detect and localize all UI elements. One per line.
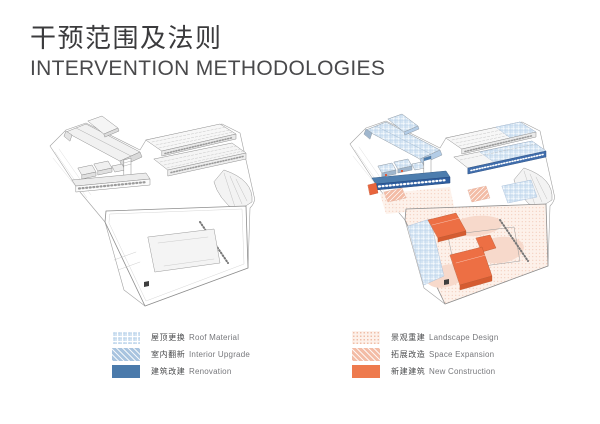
swatch-landscape-design bbox=[352, 331, 380, 344]
legend-label-zh: 屋顶更换 bbox=[151, 333, 186, 342]
page-title-chinese: 干预范围及法则 bbox=[30, 23, 223, 53]
legend-label-en: Space Expansion bbox=[429, 350, 495, 359]
slide-header: 干预范围及法则 INTERVENTION METHODOLOGIES bbox=[30, 23, 386, 81]
legend-label-en: Landscape Design bbox=[429, 333, 499, 342]
axonometric-drawing-existing bbox=[49, 115, 255, 307]
legend-label-en: Renovation bbox=[189, 367, 232, 376]
axonometric-drawing-intervention bbox=[349, 113, 555, 305]
legend-label-en: Interior Upgrade bbox=[189, 350, 251, 359]
legend-label-zh: 新建建筑 bbox=[391, 367, 426, 376]
legend-row-roof-material: 屋顶更换 Roof Material bbox=[112, 331, 250, 344]
legend-orange-interventions: 景观重建 Landscape Design 拓展改造 Space Expansi… bbox=[352, 331, 498, 382]
legend-label-zh: 拓展改造 bbox=[391, 350, 426, 359]
legend-label-zh: 建筑改建 bbox=[151, 367, 186, 376]
legend-row-interior-upgrade: 室内翻新 Interior Upgrade bbox=[112, 348, 250, 361]
legend-row-new-construction: 新建建筑 New Construction bbox=[352, 365, 498, 378]
legend-label-zh: 室内翻新 bbox=[151, 350, 186, 359]
page-title-english: INTERVENTION METHODOLOGIES bbox=[30, 56, 386, 80]
legend-row-landscape-design: 景观重建 Landscape Design bbox=[352, 331, 498, 344]
legend-label-en: Roof Material bbox=[189, 333, 240, 342]
legend-row-space-expansion: 拓展改造 Space Expansion bbox=[352, 348, 498, 361]
swatch-new-construction bbox=[352, 365, 380, 378]
swatch-renovation bbox=[112, 365, 140, 378]
legend-label-zh: 景观重建 bbox=[391, 333, 426, 342]
legend-row-renovation: 建筑改建 Renovation bbox=[112, 365, 250, 378]
swatch-roof-material bbox=[112, 331, 140, 344]
legend-label-en: New Construction bbox=[429, 367, 496, 376]
legend-blue-interventions: 屋顶更换 Roof Material 室内翻新 Interior Upgrade… bbox=[112, 331, 250, 382]
swatch-space-expansion bbox=[352, 348, 380, 361]
swatch-interior-upgrade bbox=[112, 348, 140, 361]
